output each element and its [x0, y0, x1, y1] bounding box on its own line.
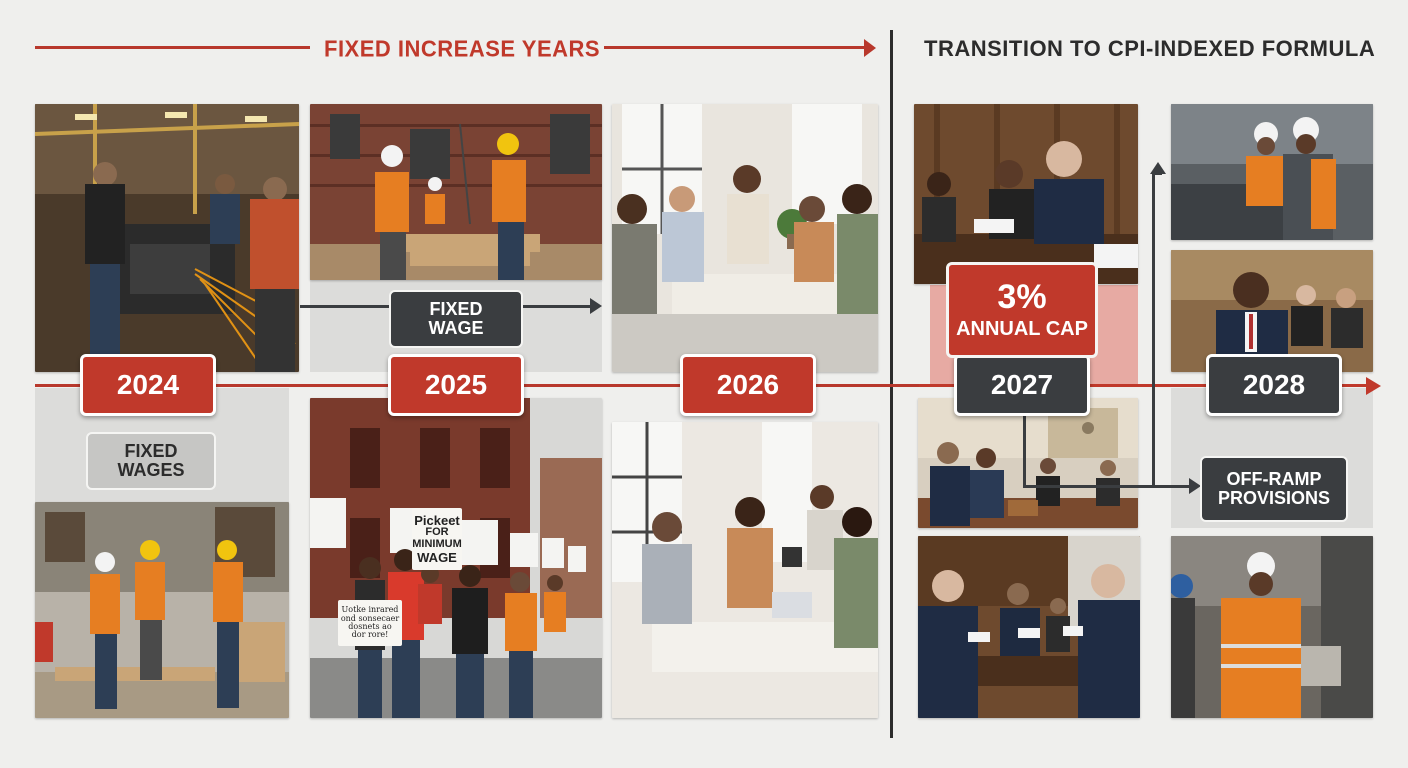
photo-meeting-table [918, 398, 1138, 528]
picket-sign-line3: MINIMUM [412, 538, 462, 550]
photo-official-speaking [1171, 250, 1373, 372]
photo-workers-machinery [1171, 104, 1373, 240]
off-ramp-label: OFF-RAMP PROVISIONS [1200, 456, 1348, 522]
picket-sign-line4: WAGE [417, 549, 457, 565]
annual-cap-badge: 3% ANNUAL CAP [946, 262, 1098, 358]
header-line-left [35, 46, 310, 49]
fixed-wage-line1: FIXED [429, 299, 483, 320]
offramp-connector-vertical [1023, 410, 1026, 487]
placard-left-line1: Uotke inrared [341, 605, 399, 615]
placard-left-line2: ond sonsecaer [340, 613, 400, 623]
photo-construction-site [35, 502, 289, 718]
branch-connector-vertical [1152, 172, 1155, 486]
fixed-wage-label: FIXED WAGE [389, 290, 523, 348]
photo-factory-workers [35, 104, 299, 372]
header-arrowhead [864, 39, 876, 57]
photo-committee-session [918, 536, 1140, 718]
picket-sign: Pickeet FOR MINIMUM WAGE [412, 508, 462, 570]
photo-hearing-panel [914, 104, 1138, 284]
fixed-wage-line2: WAGE [428, 318, 484, 338]
placard-left-line4: dor rore! [351, 630, 389, 640]
off-ramp-line2: PROVISIONS [1217, 488, 1331, 508]
picket-sign-line1: Pickeet [414, 512, 460, 528]
fixed-wages-label: FIXED WAGES [86, 432, 216, 490]
photo-worker-inspection [1171, 536, 1373, 718]
photo-protest-march [310, 398, 602, 718]
header-transition: TRANSITION TO CPI-INDEXED FORMULA [924, 36, 1376, 61]
year-2027: 2027 [954, 354, 1090, 416]
photo-office-collaboration [612, 422, 878, 718]
header-line-right [604, 46, 866, 49]
year-2025: 2025 [388, 354, 524, 416]
header-fixed-increase: FIXED INCREASE YEARS [324, 35, 601, 62]
year-2026: 2026 [680, 354, 816, 416]
year-2028: 2028 [1206, 354, 1342, 416]
timeline-line-right [919, 384, 1369, 387]
fixed-wages-line1: FIXED [124, 441, 178, 462]
photo-office-meeting [612, 104, 878, 372]
timeline-arrowhead [1366, 377, 1381, 395]
fixed-wage-arrowhead [590, 298, 602, 314]
off-ramp-line1: OFF-RAMP [1226, 469, 1322, 490]
picket-sign-line2: FOR [425, 526, 449, 539]
photo-construction-crew [310, 104, 602, 280]
year-2024: 2024 [80, 354, 216, 416]
placard-left: Uotke inrared ond sonsecaer dosnets ao d… [338, 600, 402, 646]
offramp-arrowhead [1189, 478, 1201, 494]
fixed-wages-line2: WAGES [117, 460, 185, 480]
annual-cap-value: 3% [997, 277, 1047, 316]
annual-cap-text: ANNUAL CAP [956, 318, 1088, 341]
branch-arrowhead [1150, 162, 1166, 174]
offramp-connector-horizontal [1023, 485, 1191, 488]
placard-left-line3: dosnets ao [348, 622, 392, 631]
